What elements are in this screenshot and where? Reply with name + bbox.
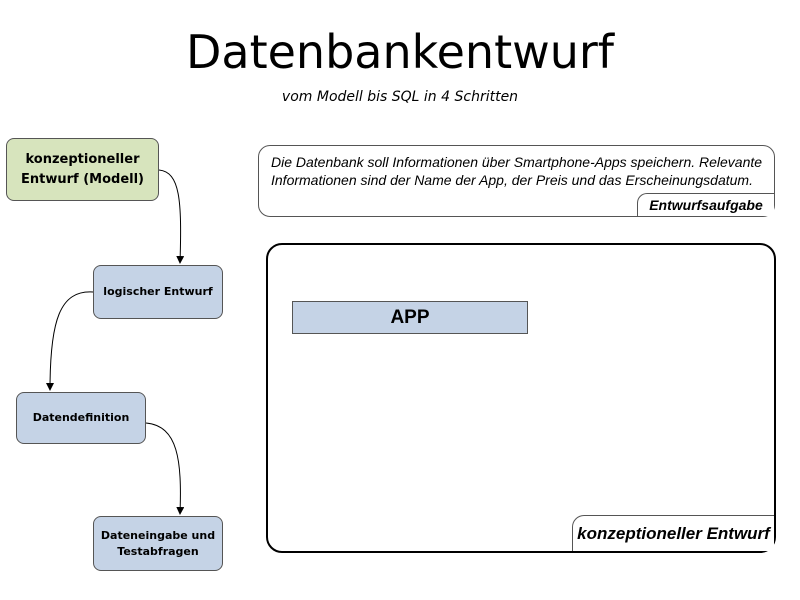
step-label: konzeptioneller Entwurf (Modell) [21, 151, 144, 187]
step-data-definition[interactable]: Datendefinition [16, 392, 146, 444]
conceptual-model-canvas[interactable]: APP konzeptioneller Entwurf [266, 243, 776, 553]
page-title: Datenbankentwurf [185, 25, 614, 79]
step-label: Datendefinition [32, 411, 130, 424]
step-logical-design[interactable]: logischer Entwurf [93, 265, 223, 319]
design-task-tag: Entwurfsaufgabe [637, 193, 774, 216]
step-label: logischer Entwurf [103, 285, 213, 298]
design-task-text: Die Datenbank soll Informationen über Sm… [271, 154, 763, 188]
design-task-box: Die Datenbank soll Informationen über Sm… [258, 145, 775, 217]
step-data-entry-tests[interactable]: Dateneingabe und Testabfragen [93, 516, 223, 571]
arrow-step2-to-step3 [46, 291, 94, 391]
arrow-step3-to-step4 [145, 422, 185, 515]
entity-app[interactable]: APP [292, 301, 528, 334]
step-label: Dateneingabe und Testabfragen [100, 528, 216, 558]
arrow-step1-to-step2 [158, 169, 185, 264]
page-subtitle: vom Modell bis SQL in 4 Schritten [281, 89, 519, 105]
conceptual-model-tag: konzeptioneller Entwurf [572, 515, 774, 551]
step-conceptual-design[interactable]: konzeptioneller Entwurf (Modell) [6, 138, 159, 201]
